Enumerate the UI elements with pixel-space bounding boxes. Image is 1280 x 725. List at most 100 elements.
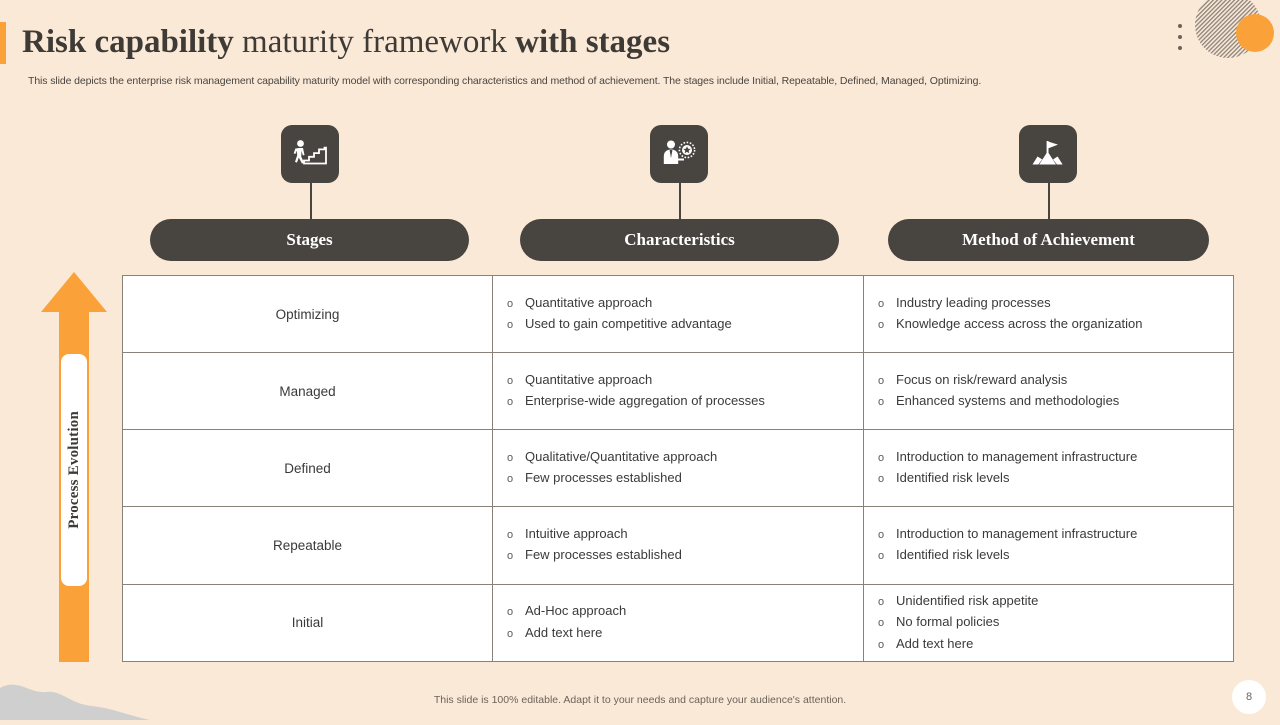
table-row: Defined o Qualitative/Quantitative approac…	[123, 430, 1233, 508]
bullet-item: o Quantitative approach	[507, 293, 863, 315]
bullet-item: o Quantitative approach	[507, 370, 863, 392]
bullet-item: o Introduction to management infrastructu…	[878, 524, 1233, 546]
decoration-top-right	[1170, 0, 1280, 80]
bullet-text: Used to gain competitive advantage	[525, 316, 732, 332]
bullet-marker-icon: o	[878, 528, 885, 541]
bullet-text: Few processes established	[525, 547, 682, 563]
stage-cell: Initial	[123, 584, 493, 661]
bullet-text: Enterprise-wide aggregation of processes	[525, 393, 765, 409]
column-header-characteristics[interactable]: Characteristics	[520, 219, 839, 261]
column-header-method[interactable]: Method of Achievement	[888, 219, 1209, 261]
bullet-text: Focus on risk/reward analysis	[896, 371, 1068, 387]
process-evolution-label: Process Evolution	[65, 411, 82, 529]
bullet-text: Quantitative approach	[525, 294, 653, 310]
page-title-part-2: maturity framework	[242, 24, 507, 60]
bullet-marker-icon: o	[507, 550, 514, 563]
bullet-marker-icon: o	[507, 606, 514, 619]
stage-cell: Repeatable	[123, 507, 493, 584]
bullet-text: Qualitative/Quantitative approach	[525, 448, 718, 464]
icon-badge-characteristics	[650, 125, 708, 183]
hatched-circle-decoration	[1195, 0, 1274, 58]
stage-cell: Defined	[123, 430, 493, 507]
bullet-marker-icon: o	[878, 396, 885, 409]
bullet-text: Knowledge access across the organization	[896, 316, 1143, 332]
bullet-text: Introduction to management infrastructur…	[896, 448, 1138, 464]
bullet-item: o Enhanced systems and methodologies	[878, 391, 1233, 413]
bullet-item: o Used to gain competitive advantage	[507, 314, 863, 336]
page-subtitle: This slide depicts the enterprise risk m…	[28, 75, 982, 87]
bullet-text: No formal policies	[896, 614, 1000, 629]
method-cell: o Unidentified risk appetite o No formal po…	[864, 585, 1233, 662]
bullet-marker-icon: o	[507, 627, 514, 640]
page-title-part-3: with stages	[515, 24, 671, 60]
method-cell: o Introduction to management infrastructu…	[864, 430, 1233, 506]
bullet-marker-icon: o	[507, 528, 514, 541]
bullet-item: o Few processes established	[507, 468, 863, 490]
bullet-marker-icon: o	[878, 319, 885, 332]
process-evolution-arrow: Process Evolution	[41, 272, 107, 662]
bullet-text: Identified risk levels	[896, 470, 1010, 486]
footer-note: This slide is 100% editable. Adapt it to…	[433, 694, 847, 706]
bullet-marker-icon: o	[878, 473, 885, 486]
stage-label: Optimizing	[275, 306, 340, 322]
bullet-item: o Focus on risk/reward analysis	[878, 370, 1233, 392]
bullet-text: Quantitative approach	[525, 371, 653, 387]
page-title-part-1: Risk capability	[22, 24, 234, 60]
stage-cell: Managed	[123, 353, 493, 430]
stage-label: Repeatable	[272, 537, 343, 553]
bullet-marker-icon: o	[507, 473, 514, 486]
bullet-item: o Identified risk levels	[878, 468, 1233, 490]
process-evolution-label-box: Process Evolution	[61, 354, 87, 586]
bullet-text: Ad-Hoc approach	[525, 603, 627, 619]
bullet-text: Few processes established	[525, 470, 682, 486]
bullet-marker-icon: o	[507, 319, 514, 332]
column-header-stages[interactable]: Stages	[150, 219, 469, 261]
bullet-item: o Introduction to management infrastructu…	[878, 447, 1233, 469]
connector-stem-method	[1048, 183, 1050, 219]
bullet-item: o Few processes established	[507, 545, 863, 567]
bullet-marker-icon: o	[507, 451, 514, 464]
bullet-item: o Knowledge access across the organizatio…	[878, 314, 1233, 336]
bullet-marker-icon: o	[878, 451, 885, 464]
bullet-marker-icon: o	[878, 638, 885, 651]
stage-cell: Optimizing	[123, 276, 493, 353]
person-quality-badge-icon	[663, 140, 696, 164]
bullet-marker-icon: o	[878, 374, 885, 387]
bullet-marker-icon: o	[878, 595, 885, 608]
bullet-marker-icon: o	[507, 297, 514, 310]
bullet-marker-icon: o	[507, 374, 514, 387]
connector-stem-characteristics	[679, 183, 681, 219]
connector-stem-stages	[310, 183, 312, 219]
person-climbing-stairs-icon	[293, 140, 327, 165]
bullet-item: o Qualitative/Quantitative approach	[507, 447, 863, 469]
bullet-text: Add text here	[525, 624, 603, 640]
bullet-item: o Unidentified risk appetite	[878, 591, 1233, 613]
decoration-bottom-left	[0, 660, 150, 720]
page-title: Risk capability maturity framework with …	[22, 22, 670, 62]
gray-wave-shape	[0, 684, 150, 720]
stage-label: Defined	[284, 460, 331, 476]
title-bar: Risk capability maturity framework with …	[0, 22, 670, 64]
bullet-text: Introduction to management infrastructur…	[896, 525, 1138, 541]
bullet-marker-icon: o	[878, 617, 885, 629]
bullet-text: Enhanced systems and methodologies	[896, 393, 1120, 409]
bullet-text: Unidentified risk appetite	[896, 592, 1039, 608]
bullet-marker-icon: o	[878, 297, 885, 310]
bullet-marker-icon: o	[507, 396, 514, 409]
flag-on-mountain-icon	[1032, 141, 1063, 165]
icon-badge-stages	[281, 125, 339, 183]
